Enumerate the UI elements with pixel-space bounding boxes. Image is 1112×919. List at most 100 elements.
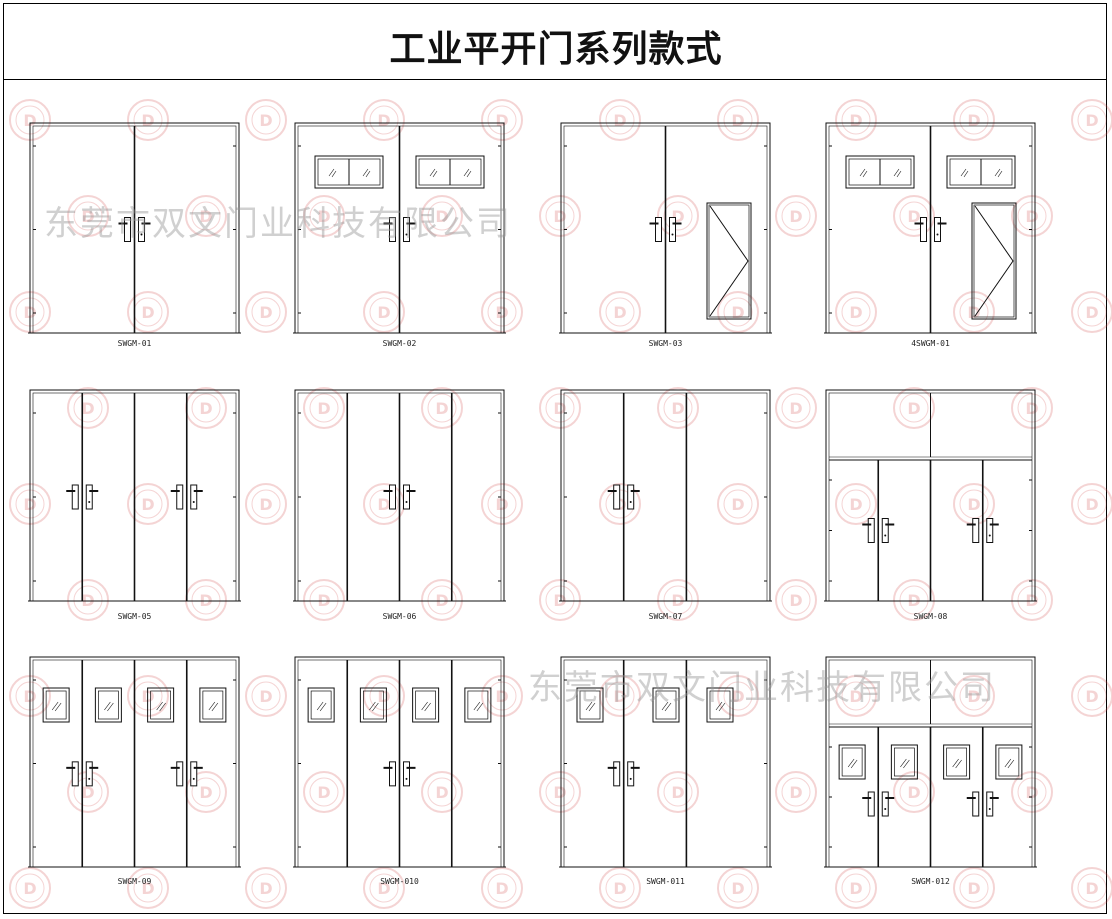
watermark-seal: D	[185, 387, 227, 429]
svg-text:D: D	[553, 399, 566, 418]
watermark-seal: D	[481, 867, 523, 909]
watermark-seal: D	[835, 483, 877, 525]
svg-text:D: D	[81, 783, 94, 802]
watermark-seal: D	[1071, 99, 1112, 141]
watermark-seal: D	[717, 867, 759, 909]
title-rule	[3, 79, 1107, 80]
model-code: SWGM-09	[118, 877, 152, 886]
svg-text:D: D	[23, 879, 36, 898]
watermark-seal: D	[953, 99, 995, 141]
svg-text:D: D	[1085, 687, 1098, 706]
svg-text:D: D	[377, 879, 390, 898]
svg-text:D: D	[1085, 879, 1098, 898]
svg-text:D: D	[495, 303, 508, 322]
svg-text:D: D	[23, 111, 36, 130]
model-code: SWGM-012	[911, 877, 950, 886]
door-drawing-7	[559, 389, 772, 602]
watermark-seal: D	[127, 867, 169, 909]
svg-text:D: D	[967, 495, 980, 514]
svg-text:D: D	[731, 111, 744, 130]
svg-text:D: D	[495, 687, 508, 706]
svg-text:D: D	[377, 111, 390, 130]
watermark-seal: D	[363, 675, 405, 717]
svg-text:D: D	[317, 399, 330, 418]
watermark-seal: D	[303, 387, 345, 429]
watermark-seal: D	[245, 99, 287, 141]
watermark-seal: D	[953, 675, 995, 717]
door-drawing-3	[559, 122, 772, 334]
svg-text:D: D	[435, 399, 448, 418]
svg-text:D: D	[377, 687, 390, 706]
svg-text:D: D	[731, 879, 744, 898]
watermark-seal: D	[953, 867, 995, 909]
door-drawing-8	[824, 389, 1037, 602]
watermark-seal: D	[539, 579, 581, 621]
svg-text:D: D	[849, 111, 862, 130]
watermark-seal: D	[1071, 675, 1112, 717]
door-drawing-9	[28, 656, 241, 868]
watermark-seal: D	[363, 99, 405, 141]
svg-text:D: D	[789, 783, 802, 802]
svg-text:D: D	[259, 111, 272, 130]
svg-text:D: D	[317, 207, 330, 226]
model-code: SWGM-06	[383, 612, 417, 621]
model-code: SWGM-05	[118, 612, 152, 621]
watermark-seal: D	[599, 99, 641, 141]
watermark-seal: D	[717, 675, 759, 717]
door-drawing-1	[28, 122, 241, 334]
svg-text:D: D	[907, 399, 920, 418]
svg-text:D: D	[199, 399, 212, 418]
watermark-seal: D	[185, 195, 227, 237]
watermark-seal: D	[127, 291, 169, 333]
svg-text:D: D	[671, 399, 684, 418]
svg-text:D: D	[967, 879, 980, 898]
svg-text:D: D	[613, 687, 626, 706]
watermark-seal: D	[245, 483, 287, 525]
svg-text:D: D	[259, 495, 272, 514]
svg-text:D: D	[613, 303, 626, 322]
watermark-seal: D	[893, 771, 935, 813]
watermark-seal: D	[835, 675, 877, 717]
watermark-seal: D	[127, 99, 169, 141]
door-drawing-11	[559, 656, 772, 868]
svg-text:D: D	[907, 783, 920, 802]
model-code: SWGM-01	[118, 339, 152, 348]
door-drawing-5	[28, 389, 241, 602]
svg-text:D: D	[849, 879, 862, 898]
watermark-seal: D	[363, 867, 405, 909]
model-code: SWGM-07	[649, 612, 683, 621]
svg-text:D: D	[141, 879, 154, 898]
watermark-seal: D	[835, 291, 877, 333]
svg-text:D: D	[849, 495, 862, 514]
model-code: SWGM-03	[649, 339, 683, 348]
watermark-seal: D	[481, 291, 523, 333]
door-drawing-10	[293, 656, 506, 868]
svg-text:D: D	[495, 111, 508, 130]
svg-text:D: D	[731, 495, 744, 514]
watermark-seal: D	[245, 291, 287, 333]
watermark-seal: D	[67, 195, 109, 237]
svg-text:D: D	[967, 111, 980, 130]
watermark-seal: D	[421, 579, 463, 621]
svg-text:D: D	[967, 687, 980, 706]
watermark-seal: D	[1071, 483, 1112, 525]
svg-text:D: D	[81, 399, 94, 418]
svg-text:D: D	[199, 783, 212, 802]
svg-text:D: D	[553, 207, 566, 226]
watermark-seal: D	[363, 291, 405, 333]
svg-text:D: D	[789, 399, 802, 418]
watermark-seal: D	[9, 867, 51, 909]
svg-text:D: D	[671, 783, 684, 802]
watermark-seal: D	[599, 675, 641, 717]
watermark-seal: D	[775, 771, 817, 813]
svg-text:D: D	[1085, 303, 1098, 322]
svg-text:D: D	[259, 303, 272, 322]
watermark-seal: D	[1071, 291, 1112, 333]
svg-text:D: D	[849, 687, 862, 706]
watermark-seal: D	[421, 771, 463, 813]
watermark-seal: D	[421, 195, 463, 237]
svg-text:D: D	[731, 687, 744, 706]
watermark-seal: D	[245, 675, 287, 717]
watermark-seal: D	[893, 195, 935, 237]
